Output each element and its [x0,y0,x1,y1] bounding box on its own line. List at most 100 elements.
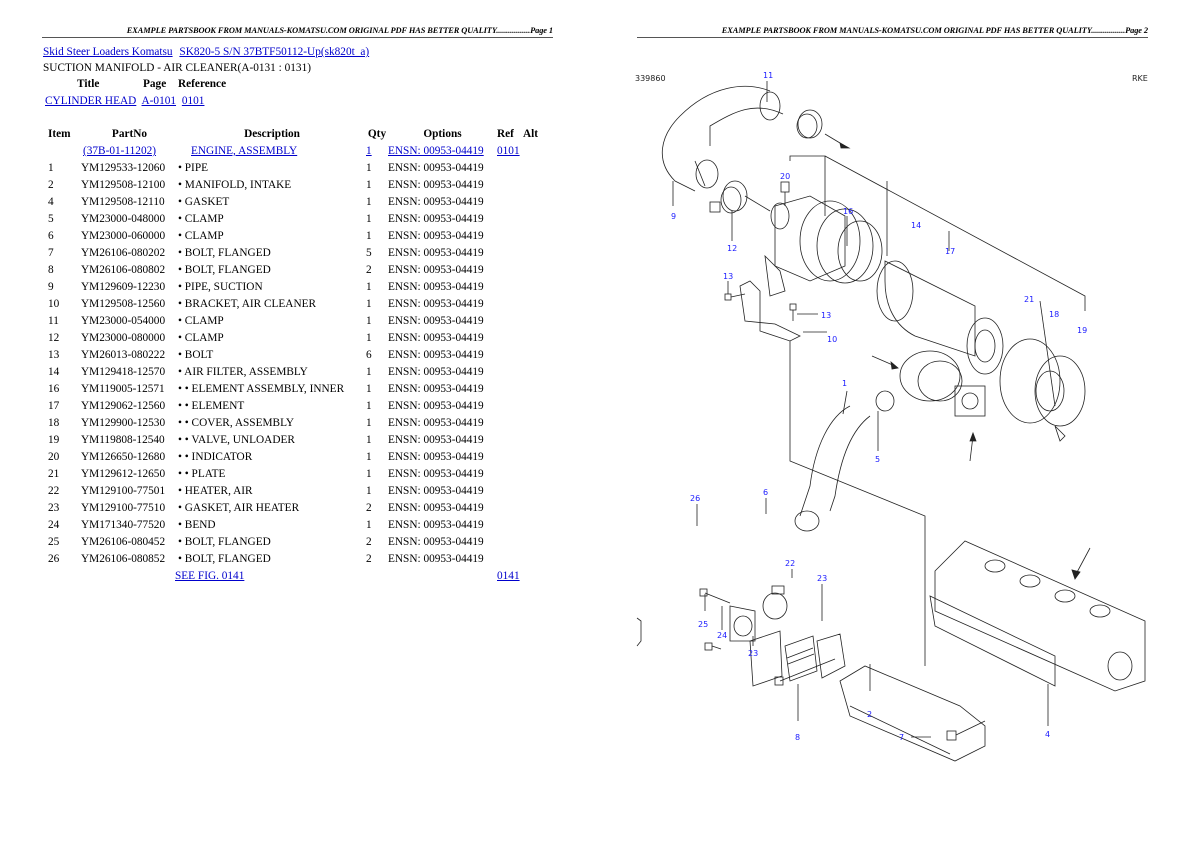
callout-2[interactable]: 2 [867,710,872,719]
cell-options: ENSN: 00953-04419 [388,451,484,463]
callout-23-right[interactable]: 23 [817,574,827,583]
cell-description: • BOLT, FLANGED [178,264,271,276]
header-description: Description [244,128,300,140]
cell-partno: YM129418-12570 [81,366,166,378]
callout-19[interactable]: 19 [1077,326,1087,335]
assembly-description-link[interactable]: ENGINE, ASSEMBLY [191,145,298,157]
gasket-4 [929,595,1056,687]
cell-qty: 1 [366,417,372,429]
cell-alt [523,262,545,279]
cell-item: 11 [48,315,59,327]
cell-partno: YM23000-054000 [81,315,166,327]
cell-alt [523,228,545,245]
cell-options: ENSN: 00953-04419 [388,213,484,225]
cell-options: ENSN: 00953-04419 [388,349,484,361]
cell-item: 14 [48,366,60,378]
cell-partno: YM129612-12650 [81,468,166,480]
section-title: SUCTION MANIFOLD - AIR CLEANER(A-0131 : … [43,62,311,74]
page-header: EXAMPLE PARTSBOOK FROM MANUALS-KOMATSU.C… [637,26,1148,38]
cell-partno: YM129508-12560 [81,298,166,310]
cell-qty: 1 [366,298,372,310]
cell-ref [497,534,523,551]
cell-options: ENSN: 00953-04419 [388,468,484,480]
callout-6[interactable]: 6 [763,488,768,497]
assembly-partno-link[interactable]: (37B-01-11202) [83,145,156,157]
cell-partno: YM171340-77520 [81,519,166,531]
cell-ref [497,347,523,364]
cell-ref [497,551,523,568]
cell-alt [523,398,545,415]
ref-reference-link[interactable]: 0101 [181,95,205,107]
ref-title-link[interactable]: CYLINDER HEAD [45,95,137,107]
parts-table-header: Item PartNo Description Qty Options Ref … [45,126,545,143]
assembly-ref-link[interactable]: 0101 [497,145,520,157]
ref-header-page: Page [143,78,167,90]
callout-13-right[interactable]: 13 [821,311,831,320]
callout-26[interactable]: 26 [690,494,700,503]
cell-ref [497,398,523,415]
callout-17[interactable]: 17 [945,247,955,256]
cell-alt [523,211,545,228]
cell-ref [497,432,523,449]
cell-ref [497,449,523,466]
cell-partno: YM129100-77501 [81,485,166,497]
cell-options: ENSN: 00953-04419 [388,366,484,378]
bolt-25 [704,642,713,651]
intake-manifold-2 [839,665,986,762]
cell-qty: 1 [366,179,372,191]
cell-partno: YM23000-048000 [81,213,166,225]
see-fig-link[interactable]: SEE FIG. 0141 [175,570,245,582]
callout-16[interactable]: 16 [843,207,853,216]
assembly-qty-link[interactable]: 1 [366,145,372,157]
air-heater-22 [784,635,818,682]
callout-11[interactable]: 11 [763,71,773,80]
footer-ref-link[interactable]: 0141 [497,570,520,582]
callout-18[interactable]: 18 [1049,310,1059,319]
callout-23-left[interactable]: 23 [748,649,758,658]
callout-14[interactable]: 14 [911,221,921,230]
cell-qty: 1 [366,485,372,497]
cell-qty: 1 [366,332,372,344]
assembly-options-link[interactable]: ENSN: 00953-04419 [388,145,484,157]
breadcrumb-link-category[interactable]: Skid Steer Loaders Komatsu [43,46,173,58]
cell-description: • CLAMP [178,213,224,225]
ref-page-link[interactable]: A-0101 [141,95,177,107]
callout-1[interactable]: 1 [842,379,847,388]
callout-5[interactable]: 5 [875,455,880,464]
callout-20[interactable]: 20 [780,172,790,181]
diagram-id-left: 339860 [635,74,666,83]
callout-9[interactable]: 9 [671,212,676,221]
callout-8[interactable]: 8 [795,733,800,742]
callout-12[interactable]: 12 [727,244,737,253]
callout-10[interactable]: 10 [827,335,837,344]
cell-description: • • VALVE, UNLOADER [178,434,295,446]
cell-ref [497,279,523,296]
callout-13-left[interactable]: 13 [723,272,733,281]
cell-ref [497,364,523,381]
cell-item [45,143,81,160]
cell-qty: 1 [366,468,372,480]
callout-24[interactable]: 24 [717,631,727,640]
cell-options: ENSN: 00953-04419 [388,281,484,293]
pipe-end-top [759,91,781,121]
callout-4[interactable]: 4 [1045,730,1050,739]
callout-21[interactable]: 21 [1024,295,1034,304]
cell-qty: 1 [366,434,372,446]
cell-ref [497,211,523,228]
clamp-5 [875,390,895,412]
cylinder-head [934,540,1146,692]
callout-22[interactable]: 22 [785,559,795,568]
breadcrumb-link-model[interactable]: SK820-5 S/N 37BTF50112-Up(sk820t_a) [179,46,370,58]
cell-partno: YM23000-080000 [81,332,166,344]
callout-7[interactable]: 7 [899,733,904,742]
callout-25[interactable]: 25 [698,620,708,629]
cell-options: ENSN: 00953-04419 [388,247,484,259]
cell-ref [497,228,523,245]
parts-table-footer: SEE FIG. 0141 0141 [45,568,545,585]
